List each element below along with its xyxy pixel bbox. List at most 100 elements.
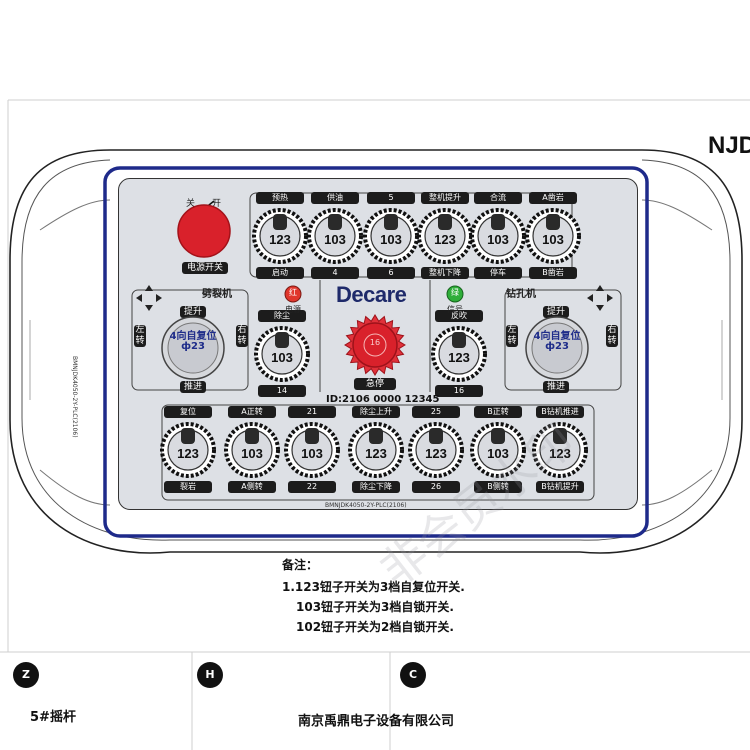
left-joystick[interactable] — [158, 314, 228, 382]
model-code: BMNJDK4050-2Y-PLC(2106) — [325, 502, 407, 509]
footer-tag-z: Z — [13, 662, 39, 688]
top-switch-type: 103 — [487, 232, 509, 247]
power-on-label: 开 — [212, 199, 222, 209]
top-switch-type: 123 — [434, 232, 456, 247]
bottom-toggle-switch[interactable] — [223, 421, 281, 479]
power-indicator-lamp — [284, 285, 302, 303]
right-joystick-left-label: 左转 — [506, 325, 518, 347]
top-toggle-switch[interactable] — [416, 207, 474, 265]
mid-switch-type: 103 — [271, 350, 293, 365]
bottom-switch-top-label: B正转 — [474, 406, 522, 418]
bottom-switch-bottom-label: A侧转 — [228, 481, 276, 493]
top-switch-top-label: A凿岩 — [529, 192, 577, 204]
brand-logo: Decare — [336, 282, 407, 307]
top-switch-bottom-label: B凿岩 — [529, 267, 577, 279]
top-switch-top-label: 整机提升 — [421, 192, 469, 204]
bottom-switch-type: 123 — [177, 446, 199, 461]
bottom-switch-type: 123 — [365, 446, 387, 461]
top-switch-bottom-label: 整机下降 — [421, 267, 469, 279]
power-indicator-label: 电源 — [285, 305, 301, 314]
bottom-switch-top-label: 除尘上升 — [352, 406, 400, 418]
mid-switch-bottom-label: 16 — [435, 385, 483, 397]
bottom-switch-bottom-label: 裂岩 — [164, 481, 212, 493]
top-toggle-switch[interactable] — [306, 207, 364, 265]
right-joystick-text-1: 4向自复位 — [533, 331, 581, 342]
bottom-toggle-switch[interactable] — [469, 421, 527, 479]
top-toggle-switch[interactable] — [362, 207, 420, 265]
emergency-stop-button[interactable] — [342, 312, 408, 378]
right-joystick[interactable] — [522, 314, 592, 382]
joystick-model-text: 5#摇杆 — [30, 710, 76, 725]
bottom-switch-bottom-label: 26 — [412, 481, 460, 493]
top-switch-type: 103 — [542, 232, 564, 247]
mid-switch-top-label: 反吹 — [435, 310, 483, 322]
footer-tag-h: H — [197, 662, 223, 688]
left-joystick-text-1: 4向自复位 — [169, 331, 217, 342]
estop-label: 急停 — [354, 378, 396, 390]
mid-switch-bottom-label: 14 — [258, 385, 306, 397]
top-switch-bottom-label: 6 — [367, 267, 415, 279]
side-brand: NJD — [708, 132, 750, 159]
power-off-label: 关 — [186, 199, 196, 209]
right-section-label: 钻孔机 — [506, 289, 536, 300]
top-switch-top-label: 供油 — [311, 192, 359, 204]
mid-toggle-switch[interactable] — [253, 325, 311, 383]
signal-indicator-label: 信号 — [447, 305, 463, 314]
notes-line-1: 1.123钮子开关为3档自复位开关. — [282, 580, 465, 594]
left-joystick-top-label: 提升 — [180, 306, 206, 318]
bottom-switch-type: 123 — [549, 446, 571, 461]
bottom-switch-bottom-label: 22 — [288, 481, 336, 493]
mid-toggle-switch[interactable] — [430, 325, 488, 383]
top-switch-type: 103 — [380, 232, 402, 247]
bottom-toggle-switch[interactable] — [407, 421, 465, 479]
right-joystick-direction-icon — [587, 285, 613, 311]
bottom-switch-bottom-label: B侧转 — [474, 481, 522, 493]
power-switch-button[interactable] — [174, 195, 234, 259]
top-switch-bottom-label: 4 — [311, 267, 359, 279]
top-toggle-switch[interactable] — [251, 207, 309, 265]
left-joystick-left-label: 左转 — [134, 325, 146, 347]
id-text: ID:2106 0000 12345 — [326, 394, 440, 405]
bottom-toggle-switch[interactable] — [531, 421, 589, 479]
top-switch-type: 123 — [269, 232, 291, 247]
right-joystick-top-label: 提升 — [543, 306, 569, 318]
bottom-switch-type: 103 — [301, 446, 323, 461]
notes-line-2: 103钮子开关为3档自锁开关. — [296, 600, 454, 614]
right-joystick-right-label: 右转 — [606, 325, 618, 347]
red-lamp-text: 红 — [289, 288, 297, 297]
green-lamp-text: 绿 — [451, 288, 459, 297]
bottom-switch-top-label: B钻机推进 — [536, 406, 584, 418]
mid-switch-top-label: 除尘 — [258, 310, 306, 322]
bottom-switch-type: 123 — [425, 446, 447, 461]
bottom-switch-type: 103 — [241, 446, 263, 461]
right-joystick-text-2: ф23 — [545, 341, 569, 352]
left-joystick-bottom-label: 推进 — [180, 381, 206, 393]
top-toggle-switch[interactable] — [469, 207, 527, 265]
notes-line-3: 102钮子开关为2档自锁开关. — [296, 620, 454, 634]
power-switch-label: 电源开关 — [182, 262, 228, 274]
left-section-label: 劈裂机 — [202, 289, 232, 300]
top-switch-type: 103 — [324, 232, 346, 247]
bottom-toggle-switch[interactable] — [159, 421, 217, 479]
bottom-switch-bottom-label: B钻机提升 — [536, 481, 584, 493]
signal-indicator-lamp — [446, 285, 464, 303]
bottom-switch-top-label: 复位 — [164, 406, 212, 418]
left-joystick-text-2: ф23 — [181, 341, 205, 352]
bottom-toggle-switch[interactable] — [283, 421, 341, 479]
mid-switch-type: 123 — [448, 350, 470, 365]
bottom-switch-top-label: 25 — [412, 406, 460, 418]
company-name: 南京禹鼎电子设备有限公司 — [298, 714, 455, 729]
bottom-switch-type: 103 — [487, 446, 509, 461]
estop-inner-text: 16 — [369, 338, 381, 347]
top-toggle-switch[interactable] — [524, 207, 582, 265]
notes-title: 备注： — [282, 558, 319, 572]
top-switch-top-label: 5 — [367, 192, 415, 204]
top-switch-bottom-label: 停车 — [474, 267, 522, 279]
model-code-side: BMNJDK4050-2Y-PLC(2106) — [71, 356, 78, 438]
top-switch-top-label: 合流 — [474, 192, 522, 204]
top-switch-bottom-label: 启动 — [256, 267, 304, 279]
bottom-switch-top-label: A正转 — [228, 406, 276, 418]
right-joystick-bottom-label: 推进 — [543, 381, 569, 393]
bottom-toggle-switch[interactable] — [347, 421, 405, 479]
